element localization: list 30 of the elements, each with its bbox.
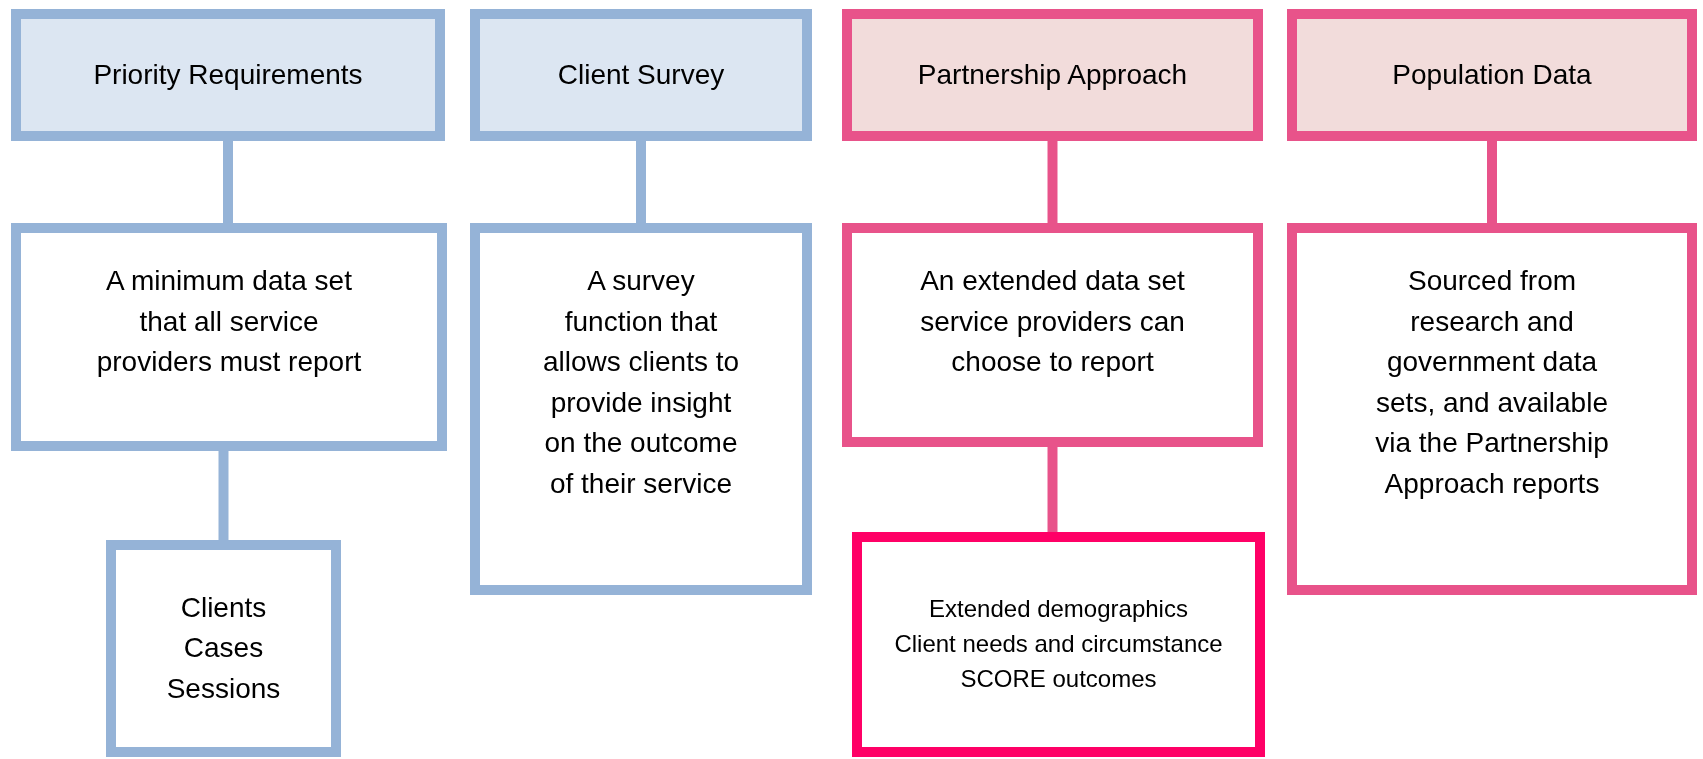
connector-line xyxy=(223,141,233,223)
list-item-text: Extended demographics xyxy=(929,594,1188,625)
description-text: An extended data set service providers can choose to report xyxy=(919,264,1186,380)
list-item-text: Sessions xyxy=(166,671,281,706)
description-box xyxy=(1287,223,1697,595)
connector-line xyxy=(636,141,646,223)
connector-line xyxy=(1487,141,1497,223)
header-text: Priority Requirements xyxy=(93,57,363,92)
header-text: Population Data xyxy=(1392,57,1592,92)
item-list-box xyxy=(106,540,341,757)
list-item-text: Client needs and circumstance xyxy=(894,629,1223,660)
connector-line xyxy=(1047,447,1058,532)
header-box xyxy=(470,9,812,141)
header-box xyxy=(842,9,1263,141)
header-box xyxy=(1287,9,1697,141)
header-box xyxy=(11,9,445,141)
description-text: A survey function that allows clients to provide insight on the outcome of their service xyxy=(542,264,740,501)
description-box xyxy=(842,223,1263,447)
description-box xyxy=(11,223,447,451)
connector-line xyxy=(218,451,229,540)
list-item-text: Clients xyxy=(180,590,267,625)
connector-line xyxy=(1047,141,1058,223)
list-item-text: SCORE outcomes xyxy=(960,663,1157,694)
item-list-box xyxy=(852,532,1265,757)
header-text: Client Survey xyxy=(557,57,725,92)
header-text: Partnership Approach xyxy=(917,57,1188,92)
description-text: Sourced from research and government data sets, and available via the Partnership Approach reports xyxy=(1374,264,1610,501)
description-box xyxy=(470,223,812,595)
description-text: A minimum data set that all service providers must report xyxy=(95,264,363,380)
list-item-text: Cases xyxy=(183,631,264,666)
